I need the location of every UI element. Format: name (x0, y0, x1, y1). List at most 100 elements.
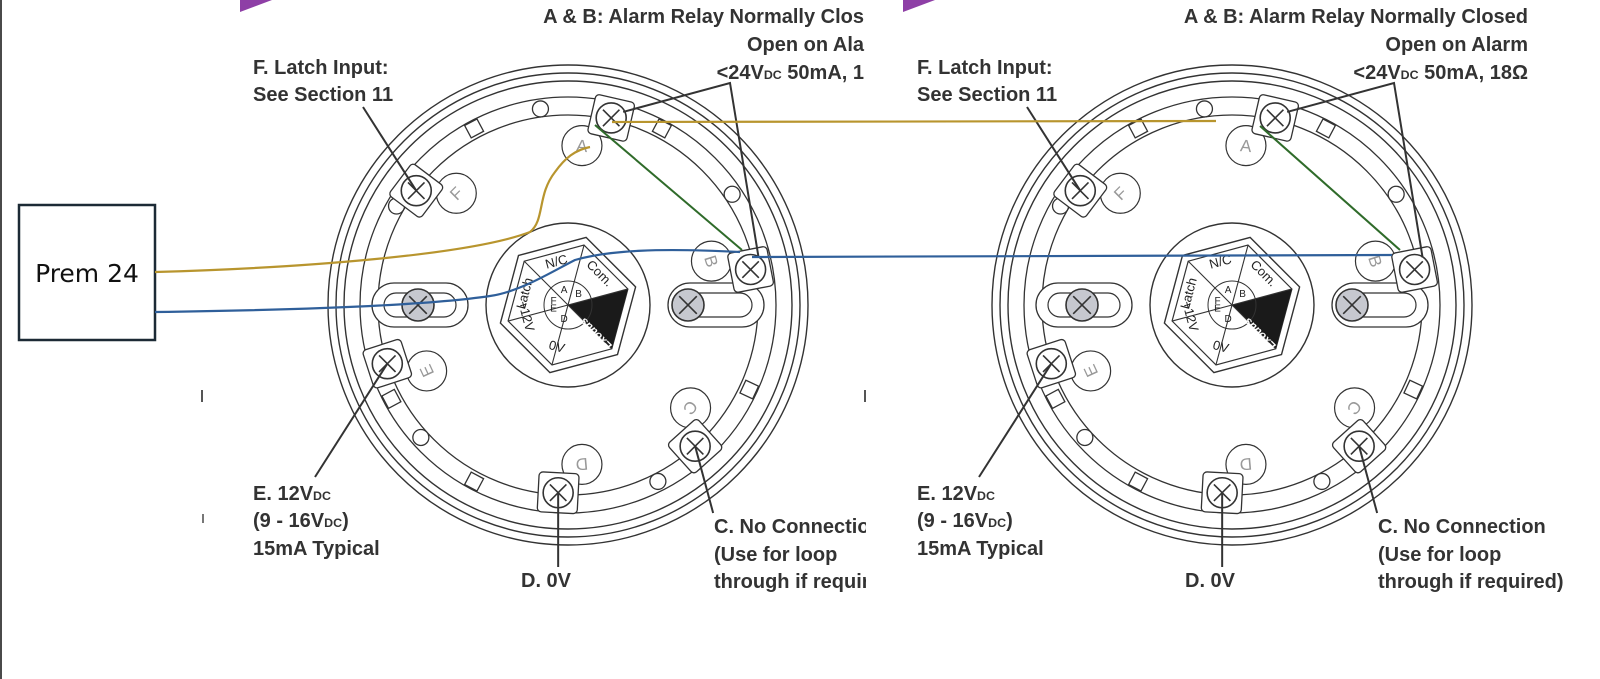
label-c-line1: C. No Connection (1378, 516, 1546, 538)
terminal-b-screw-icon[interactable] (1398, 253, 1431, 286)
terminal-b-letter: B (1364, 253, 1385, 269)
brand-segment (568, 288, 628, 349)
label-d-line1: D. 0V (521, 570, 572, 592)
hex-divider (1187, 260, 1233, 306)
screw-slot (1266, 109, 1285, 127)
label-ab-line2: Open on Ala (747, 34, 865, 56)
stray-mark (864, 390, 866, 402)
base-square-icon (381, 388, 402, 410)
hex-divider (523, 260, 569, 306)
hex-divider (1215, 304, 1233, 366)
callout-e (978, 363, 1053, 478)
label-e-line3: 15mA Typical (253, 538, 380, 560)
label-f-line1: F. Latch Input: (917, 57, 1053, 79)
hex-divider (1171, 304, 1233, 322)
label-e-line2: (9 - 16VDC) (253, 510, 349, 532)
base-hole-icon (531, 100, 550, 118)
hex-divider (1231, 304, 1277, 350)
hex-divider (567, 244, 585, 306)
base-square-icon (1403, 379, 1424, 400)
label-e-line1: E. 12VDC (253, 483, 331, 505)
label-ab-line1: A & B: Alarm Relay Normally Closed (1184, 6, 1528, 28)
fixing-screw-icon[interactable] (1065, 288, 1099, 322)
screw-slot (1072, 295, 1092, 315)
green-link-a-b-left (594, 124, 743, 251)
hex-inner-letter: A (561, 285, 568, 296)
hex-divider (1231, 288, 1293, 306)
callout-f (362, 106, 418, 192)
purple-corner-accent-left (240, 0, 272, 12)
hex-inner-letter: E (1214, 304, 1221, 315)
fixing-screw-icon[interactable] (1335, 288, 1369, 322)
base-square-icon (463, 118, 485, 139)
hex-inner-letter: F (1214, 296, 1220, 307)
wires (154, 119, 1401, 314)
detector-outer-ring (335, 72, 801, 538)
page-left-border (0, 0, 2, 679)
hex-divider (551, 304, 569, 366)
callout-e (314, 363, 389, 478)
callout-ab (622, 81, 760, 258)
blue-wire-loop-b-to-b (751, 253, 1393, 259)
terminal-a-tab (1225, 125, 1267, 167)
callout-ab (1286, 81, 1424, 258)
hex-label: 0V (547, 337, 567, 356)
callout-c (1358, 445, 1379, 514)
base-hole-icon (723, 185, 741, 203)
terminal-a-screw-icon[interactable] (595, 102, 627, 134)
hex-inner-ring (1207, 280, 1257, 330)
label-c-line2: (Use for loop (1378, 544, 1501, 566)
label-e-line3: 15mA Typical (917, 538, 1044, 560)
prem24-label: Prem 24 (35, 259, 139, 288)
screw-slot (678, 295, 698, 315)
label-c-line3: through if required) (1378, 571, 1564, 593)
label-c-line3: through if requir (714, 571, 870, 593)
fixing-screw-icon[interactable] (671, 288, 705, 322)
label-ab-line3: <24VDC 50mA, 1 (717, 62, 864, 84)
hex-inner-letter: B (1239, 289, 1246, 300)
hex-inner-ring (543, 280, 593, 330)
label-ab-line2: Open on Alarm (1385, 34, 1528, 56)
label-c-line1: C. No Connectio (714, 516, 870, 538)
hex-divider (567, 288, 629, 306)
hex-divider (567, 304, 613, 350)
label-f-line2: See Section 11 (917, 84, 1057, 106)
gold-wire-loop-a-to-a (611, 119, 1217, 124)
hex-label: 0V (1211, 337, 1231, 356)
base-square-icon (1045, 388, 1066, 410)
gold-wire-prem-to-a (154, 145, 591, 274)
brand-segment (1232, 288, 1292, 349)
detector-outer-ring (999, 72, 1465, 538)
terminal-b-screw-icon[interactable] (734, 253, 767, 286)
screw-slot (1405, 260, 1424, 279)
label-e-line2: (9 - 16VDC) (917, 510, 1013, 532)
label-f-line2: See Section 11 (253, 84, 393, 106)
base-hole-icon (1076, 428, 1094, 447)
screw-slot (741, 260, 760, 279)
terminal-a-letter: A (1239, 136, 1253, 156)
hex-inner-letter: F (550, 296, 556, 307)
terminal-a-screw-icon[interactable] (1259, 102, 1291, 134)
base-hole-icon (1313, 472, 1331, 491)
label-d-line1: D. 0V (1185, 570, 1236, 592)
prem24-controller[interactable]: Prem 24 (17, 203, 157, 342)
base-hole-icon (649, 472, 667, 491)
detector-outer-ring (327, 64, 809, 546)
base-square-icon (463, 471, 485, 492)
label-ab-line1: A & B: Alarm Relay Normally Clos (543, 6, 864, 28)
callout-c (694, 445, 715, 514)
base-square-icon (739, 379, 760, 400)
hex-inner-letter: E (550, 304, 557, 315)
terminal-d-letter: D (1239, 454, 1253, 474)
hex-divider (507, 304, 569, 322)
terminal-b-letter: B (700, 253, 721, 269)
label-f-line1: F. Latch Input: (253, 57, 389, 79)
stray-mark (201, 390, 203, 402)
detector-outer-ring (1007, 80, 1457, 530)
hex-inner-letter: D (1225, 314, 1232, 325)
screw-slot (1342, 295, 1362, 315)
hex-inner-letter: B (575, 289, 582, 300)
